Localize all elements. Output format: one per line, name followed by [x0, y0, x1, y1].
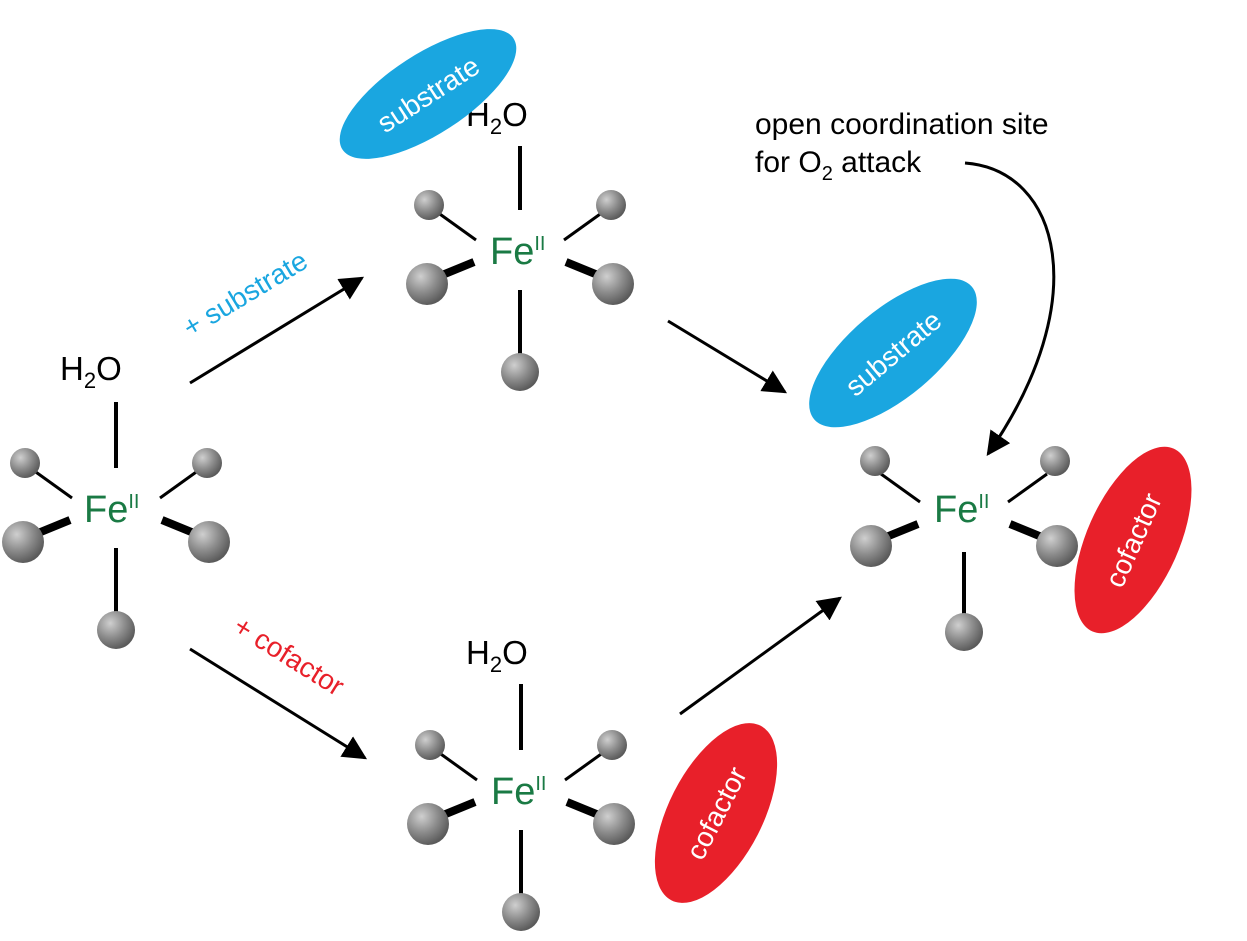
ligand-ball	[415, 730, 445, 760]
ligand-ball	[860, 446, 890, 476]
equatorial-bond-back-left	[32, 468, 73, 500]
ligand-ball	[188, 521, 230, 563]
arrow-substrate-to-ternary	[667, 319, 788, 394]
water-label: H2O	[60, 350, 122, 393]
ligand-ball	[501, 353, 539, 391]
complex-cofactor-bound: H2O FeII	[407, 634, 635, 931]
open-site-annotation: open coordination site for O2 attack	[755, 108, 1056, 456]
equatorial-bond-back-left	[436, 210, 477, 242]
arrow-cofactor-to-ternary	[679, 596, 842, 716]
iron-center-label: FeII	[491, 771, 546, 813]
iron-center-label: FeII	[84, 489, 139, 531]
equatorial-bond-back-left	[437, 750, 478, 782]
ligand-ball	[97, 611, 135, 649]
svg-text:H2O: H2O	[60, 350, 122, 393]
add-substrate-label: + substrate	[177, 245, 312, 343]
water-label: H2O	[466, 634, 528, 677]
equatorial-bond-back-right	[159, 468, 200, 500]
substrate-blob-shape	[339, 29, 517, 159]
svg-text:FeII: FeII	[84, 489, 139, 531]
ligand-ball	[597, 730, 627, 760]
substrate-blob-shape	[809, 278, 977, 428]
annotation-line-1: open coordination site	[755, 108, 1049, 141]
svg-text:FeII: FeII	[490, 231, 545, 273]
svg-text:H2O: H2O	[466, 634, 528, 677]
ligand-ball	[2, 521, 44, 563]
equatorial-bond-back-right	[564, 750, 605, 782]
annotation-line-2: for O2 attack	[755, 146, 922, 185]
complex-substrate-bound: H2O FeII	[406, 96, 634, 391]
annotation-arrow	[964, 161, 1056, 456]
arrow-add-cofactor	[189, 647, 368, 760]
ligand-ball	[406, 263, 448, 305]
ligand-ball	[10, 448, 40, 478]
equatorial-bond-back-right	[1007, 472, 1048, 504]
ligand-ball	[945, 613, 983, 651]
iron-center-label: FeII	[490, 231, 545, 273]
ligand-ball	[592, 263, 634, 305]
ligand-ball	[1036, 525, 1078, 567]
complex-resting: H2O FeII	[2, 350, 230, 649]
substrate-blob: substrate	[809, 278, 977, 428]
ligand-ball	[502, 893, 540, 931]
equatorial-bond-back-right	[563, 210, 604, 242]
ligand-ball	[850, 525, 892, 567]
cofactor-blob: cofactor	[654, 723, 778, 903]
ligand-ball	[192, 448, 222, 478]
substrate-blob: substrate	[339, 29, 517, 159]
svg-text:FeII: FeII	[934, 489, 989, 531]
ligand-ball	[414, 190, 444, 220]
cofactor-blob-shape	[654, 723, 778, 903]
arrow-add-substrate	[189, 276, 365, 385]
svg-text:FeII: FeII	[491, 771, 546, 813]
complex-ternary: FeII	[850, 446, 1078, 651]
cofactor-blob: cofactor	[1074, 446, 1192, 634]
ligand-ball	[1040, 446, 1070, 476]
ligand-ball	[593, 803, 635, 845]
iron-center-label: FeII	[934, 489, 989, 531]
cofactor-blob-shape	[1074, 446, 1192, 634]
equatorial-bond-back-left	[880, 472, 921, 504]
ligand-ball	[596, 190, 626, 220]
ligand-ball	[407, 803, 449, 845]
add-cofactor-label: + cofactor	[228, 610, 349, 702]
